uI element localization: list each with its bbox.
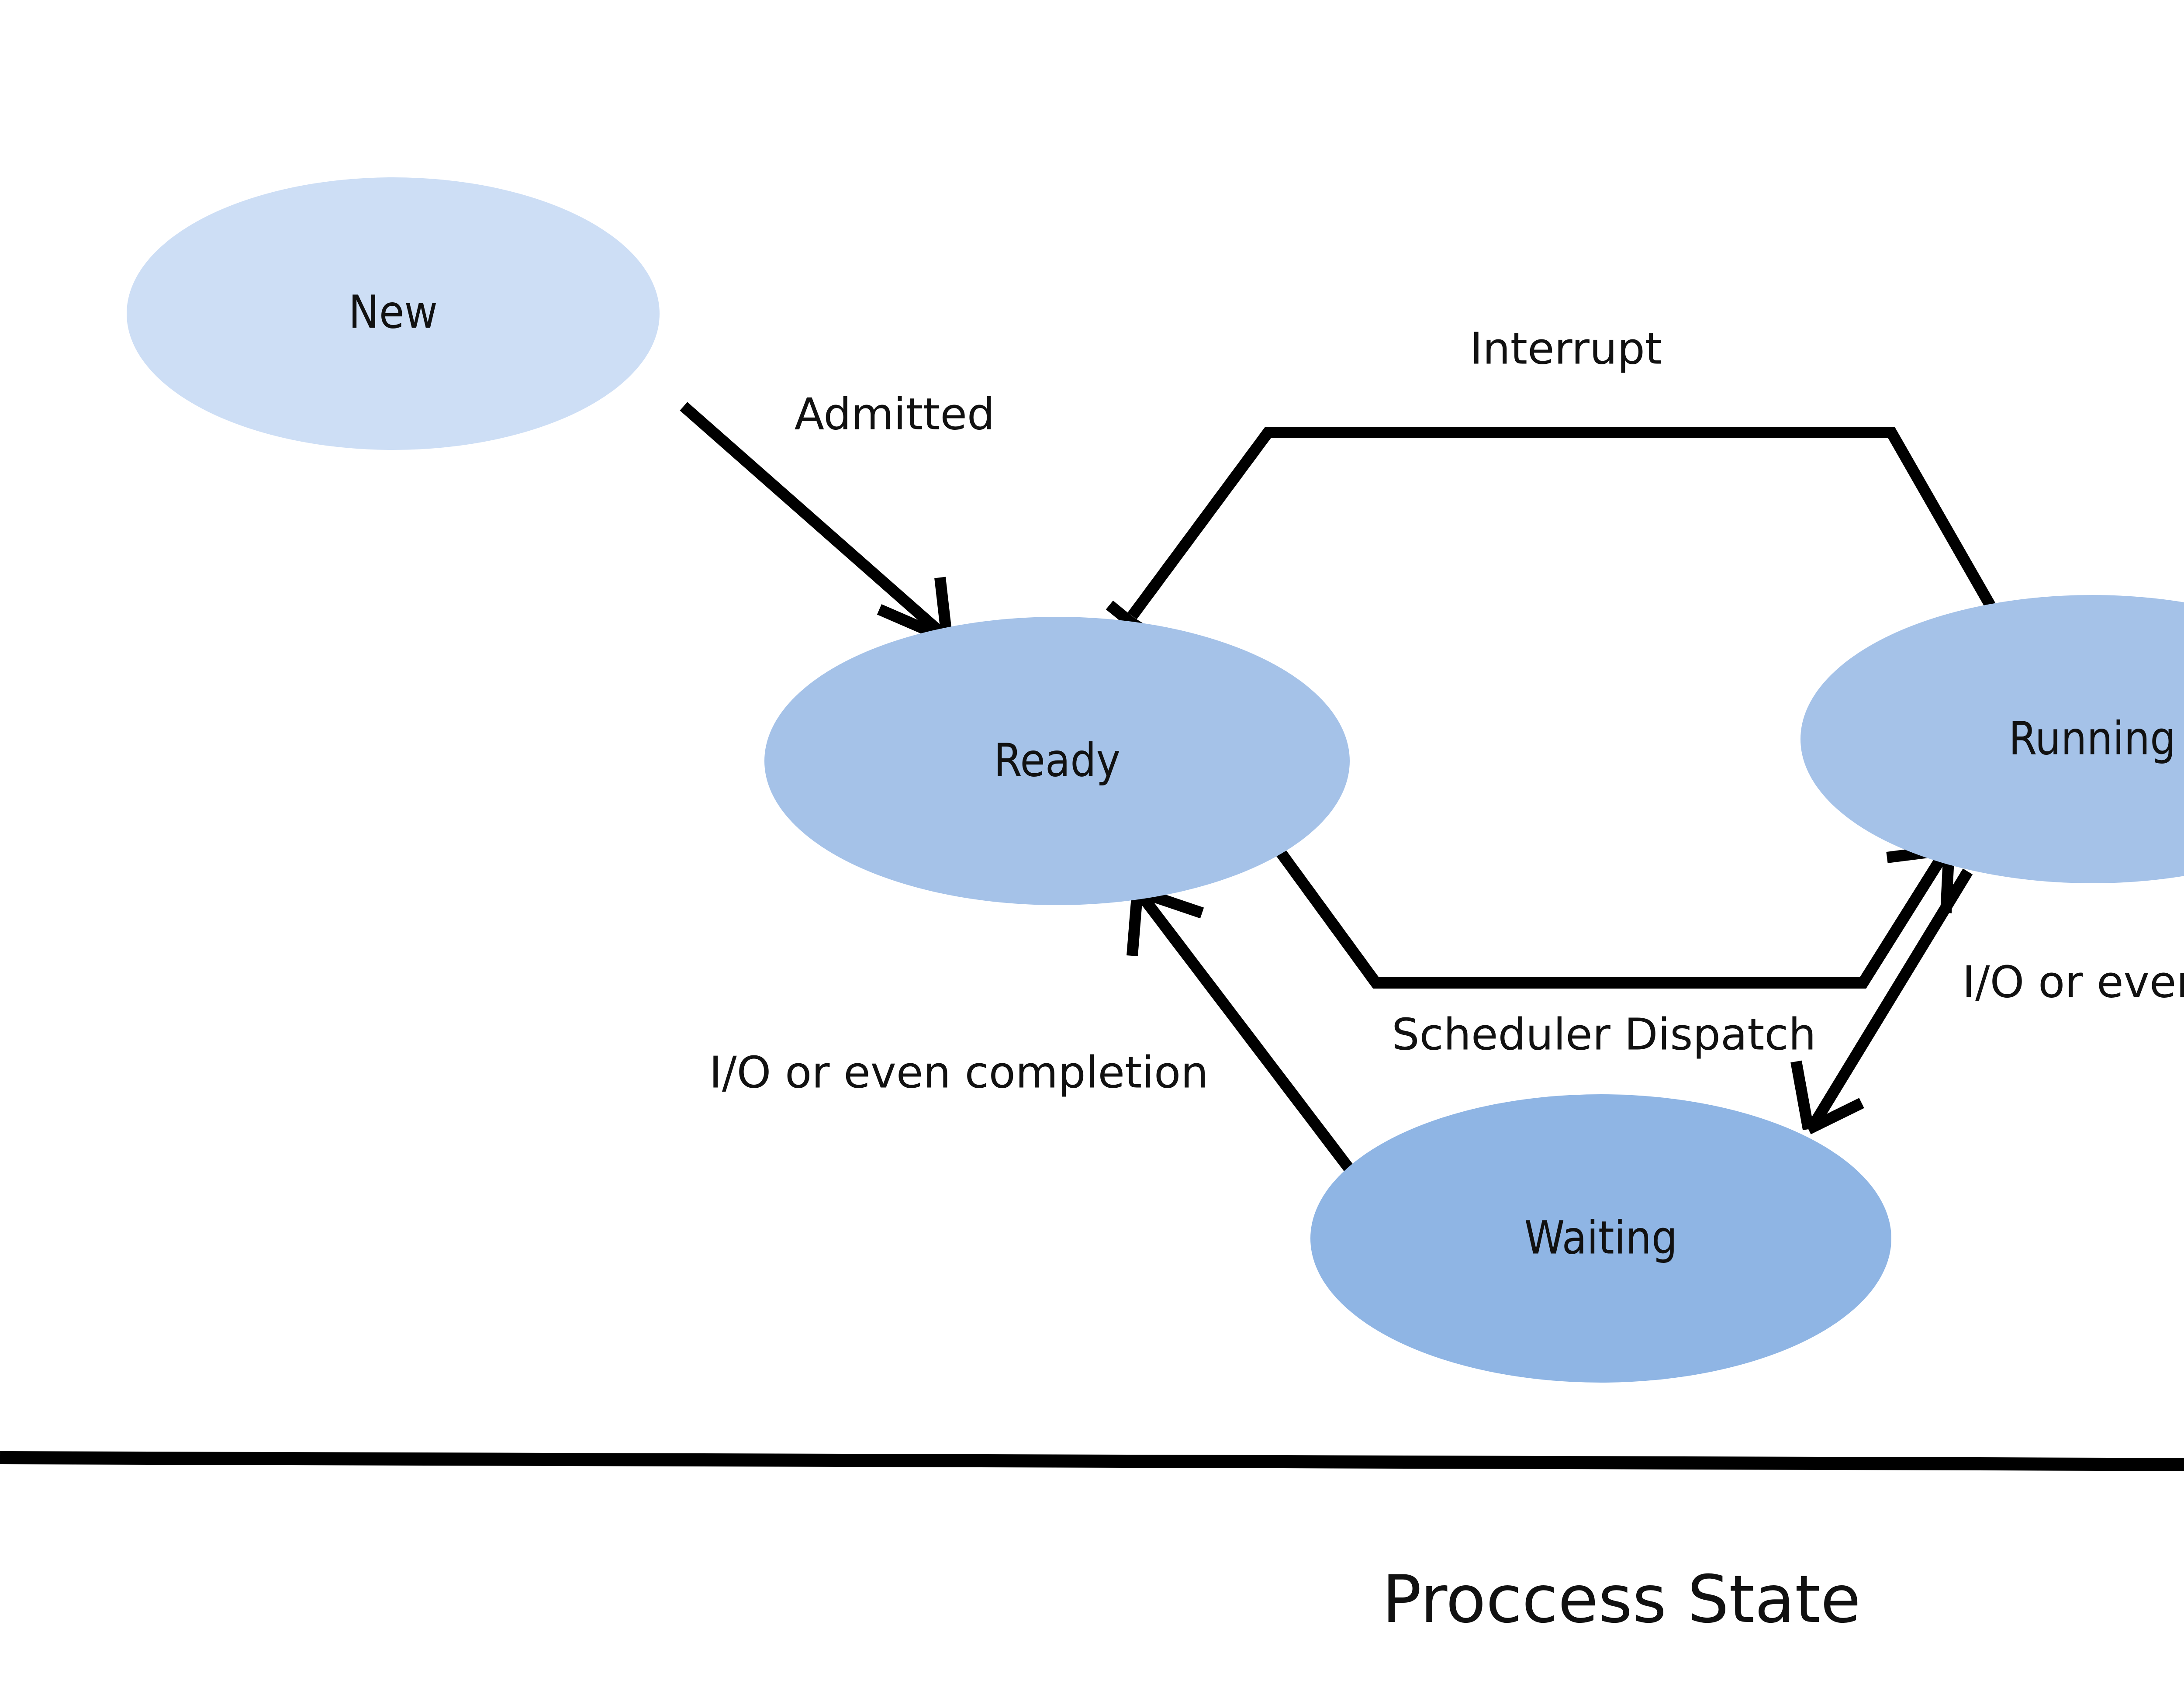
edge-io-wait [1790, 868, 1973, 1134]
node-waiting-label: Waiting [1524, 1211, 1678, 1264]
node-ready[interactable]: Ready [764, 617, 1350, 905]
edge-label-io-completion: I/O or even completion [709, 1047, 1208, 1098]
node-running[interactable]: Running [1800, 595, 2184, 883]
edge-io-completion [1127, 885, 1359, 1179]
node-running-shape [1800, 595, 2184, 883]
node-waiting[interactable]: Waiting [1310, 1094, 1891, 1383]
horizontal-divider [0, 1451, 2184, 1471]
page-title: Proccess State [1382, 1562, 1861, 1638]
edge-admitted [680, 402, 953, 644]
edge-label-admitted: Admitted [795, 388, 995, 439]
edge-interrupt [1106, 427, 1997, 658]
node-new-label: New [349, 285, 438, 339]
node-new[interactable]: New [127, 177, 660, 450]
edge-label-scheduler-dispatch: Scheduler Dispatch [1392, 1009, 1816, 1060]
node-new-shape [127, 177, 660, 450]
edge-label-io-wait: I/O or even wait [1962, 956, 2184, 1007]
node-ready-label: Ready [994, 733, 1120, 787]
node-running-label: Running [2009, 712, 2176, 765]
edge-label-interrupt: Interrupt [1470, 323, 1662, 374]
edge-label-exit: Exit [2180, 388, 2184, 439]
node-waiting-shape [1310, 1094, 1891, 1383]
edge-scheduler-dispatch [1271, 842, 1955, 989]
node-ready-shape [764, 617, 1350, 905]
